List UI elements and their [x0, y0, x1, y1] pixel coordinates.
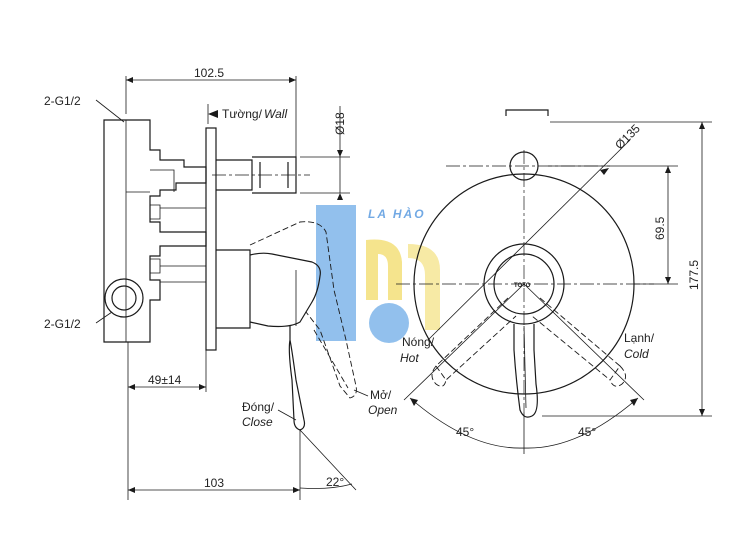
body-details: [126, 169, 206, 283]
lever-hot-dashed: [435, 297, 517, 381]
lever-cold-tip: [609, 365, 626, 387]
label-cold-vn: Lạnh/: [624, 331, 655, 345]
watermark-blue-dot: [369, 303, 409, 343]
label-conn-top: 2-G1/2: [44, 94, 81, 108]
dim-text-depth: 49±14: [148, 373, 182, 387]
watermark-yellow-arch: [366, 239, 402, 300]
handle-open-dashed: [249, 221, 357, 399]
dim-text-angle-22: 22°: [326, 475, 344, 489]
dim-text-d18: Ø18: [333, 112, 347, 135]
handle-hub-inner: [493, 253, 555, 315]
leader-open: [353, 389, 369, 397]
label-close-en: Close: [242, 415, 273, 429]
angle-ray-left: [403, 283, 525, 401]
conn-circle-inner: [111, 285, 137, 311]
dim-text-695: 69.5: [653, 216, 667, 240]
dim-text-angle-left: 45°: [456, 425, 474, 439]
label-conn-bottom: 2-G1/2: [44, 317, 81, 331]
front-lever-center: [523, 325, 527, 409]
dim-text-d135: Ø135: [612, 121, 643, 152]
side-view: 102.5 2-G1/2 Tường/ Wall Ø18 2-G1/2: [44, 66, 398, 500]
handle-lever: [288, 326, 306, 431]
label-open-en: Open: [368, 403, 398, 417]
top-tab: [505, 109, 549, 116]
upper-hole: [509, 151, 539, 181]
dim-text-width: 102.5: [194, 66, 224, 80]
leader-conn-top: [95, 99, 125, 123]
wall-arrow-head: [208, 110, 218, 118]
front-lever: [513, 324, 538, 418]
wall-plate: [205, 127, 217, 351]
label-wall-vn: Tường/: [222, 107, 263, 121]
front-view: TOTO Ø135 69.5 177.5 Nóng/ Hot Lạnh/ Col…: [396, 109, 712, 454]
handle-escutcheon: [216, 249, 251, 329]
leader-d135: [427, 139, 631, 341]
watermark-yellow-arch-2: [408, 244, 440, 330]
label-close-vn: Đóng/: [242, 400, 275, 414]
angle-arc-22: [299, 483, 353, 489]
leader-close: [277, 409, 297, 421]
leader-conn-bottom: [95, 311, 113, 324]
watermark-text: LA HÀO: [368, 206, 426, 221]
handle-open-dashed-2: [313, 329, 349, 389]
dim-text-angle-right: 45°: [578, 425, 596, 439]
label-wall-en: Wall: [264, 107, 287, 121]
dim-text-103: 103: [204, 476, 224, 490]
body-nuts: [149, 204, 161, 274]
label-cold-en: Cold: [624, 347, 649, 361]
watermark-blue-bar: [316, 205, 356, 341]
handle-body: [249, 252, 321, 328]
lever-cold-dashed: [531, 297, 621, 381]
valve-body: [103, 119, 207, 343]
angle-ray-right: [523, 283, 645, 401]
dim-text-1775: 177.5: [687, 260, 701, 290]
arrow-d135: [600, 168, 609, 175]
watermark-logo: LA HÀO: [316, 205, 440, 343]
conn-circle-outer: [104, 278, 144, 318]
lever-hot-tip: [431, 365, 447, 387]
label-hot-en: Hot: [400, 351, 419, 365]
angle-arc: [409, 397, 639, 449]
label-hot-vn: Nóng/: [402, 335, 435, 349]
angle-line-22: [299, 429, 357, 491]
label-open-vn: Mở/: [370, 388, 392, 402]
